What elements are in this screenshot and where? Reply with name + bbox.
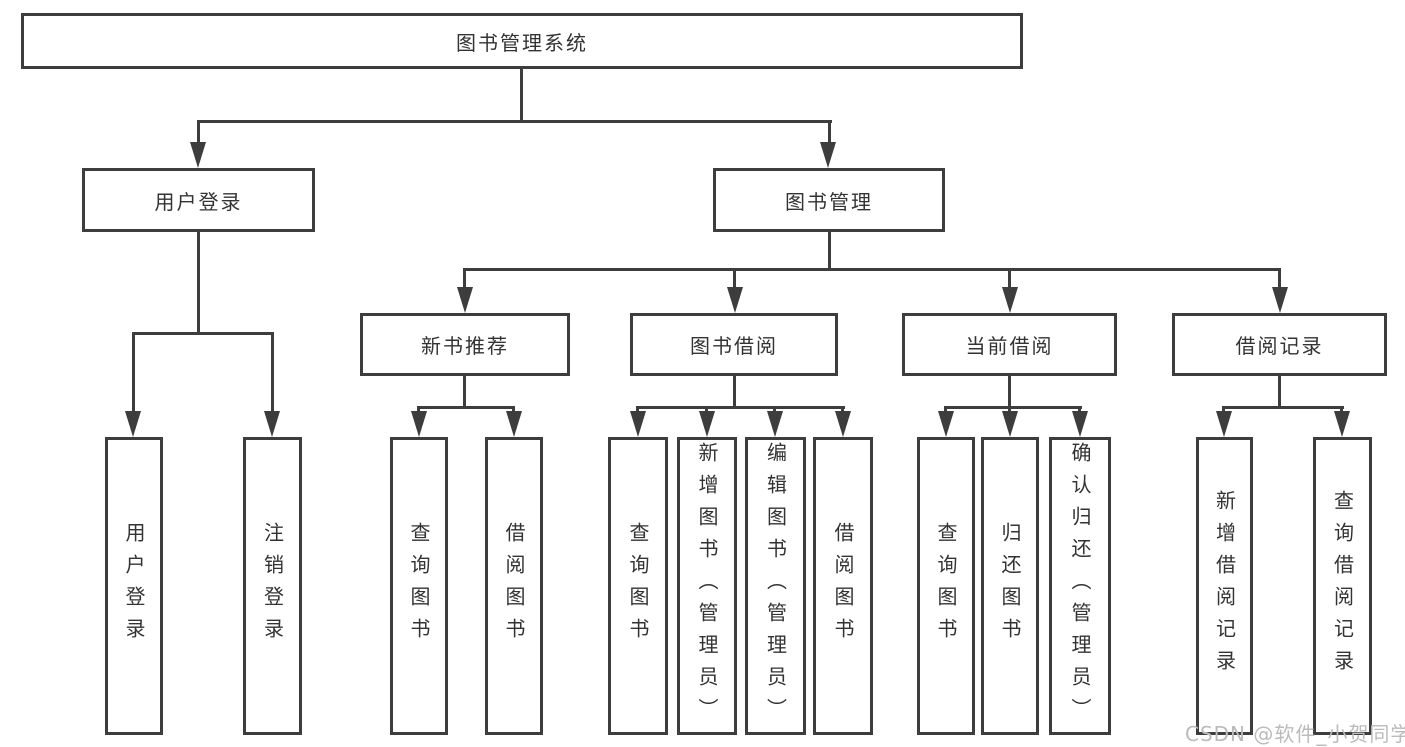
leaf-logout-label: 注销登录 [260, 522, 285, 650]
leaf-query-borrow-record: 查询借阅记录 [1313, 437, 1372, 735]
connector-line [463, 376, 466, 408]
connector-line [1222, 406, 1225, 415]
node-borrowing-records-label: 借阅记录 [1235, 334, 1324, 358]
leaf-query-books-current: 查询图书 [917, 437, 975, 735]
connector-line [636, 406, 845, 409]
node-book-management-label: 图书管理 [785, 189, 873, 214]
leaf-query-books-current-label: 查询图书 [934, 522, 958, 650]
leaf-return-books-label: 归还图书 [998, 522, 1022, 650]
node-root-label: 图书管理系统 [456, 30, 588, 55]
arrow-down-icon [820, 142, 836, 168]
connector-line [828, 232, 831, 270]
arrow-down-icon [1216, 411, 1232, 437]
node-new-book-recommend-label: 新书推荐 [421, 334, 509, 358]
leaf-return-books: 归还图书 [981, 437, 1039, 735]
leaf-logout: 注销登录 [243, 437, 302, 735]
node-current-borrowing-label: 当前借阅 [965, 334, 1054, 358]
arrow-down-icon [506, 411, 522, 437]
connector-line [733, 268, 736, 290]
connector-line [197, 120, 200, 146]
connector-line [773, 406, 776, 415]
connector-line [512, 406, 515, 415]
connector-line [733, 376, 736, 408]
leaf-borrow-books-recommend-label: 借阅图书 [502, 522, 526, 650]
leaf-query-books-recommend-label: 查询图书 [407, 522, 431, 650]
leaf-confirm-return-admin-label: 确认归还（管理员） [1068, 442, 1092, 730]
node-current-borrowing: 当前借阅 [902, 313, 1117, 376]
leaf-add-borrow-record: 新增借阅记录 [1196, 437, 1253, 735]
connector-line [636, 406, 639, 415]
connector-line [944, 406, 947, 415]
node-root: 图书管理系统 [21, 13, 1023, 69]
leaf-user-login-label: 用户登录 [122, 522, 146, 650]
arrow-down-icon [1072, 411, 1088, 437]
arrow-down-icon [190, 142, 206, 168]
arrow-down-icon [457, 287, 473, 313]
leaf-add-borrow-record-label: 新增借阅记录 [1212, 490, 1237, 682]
node-user-login-label: 用户登录 [154, 189, 243, 214]
connector-line [520, 69, 523, 121]
node-book-borrowing-label: 图书借阅 [690, 334, 778, 358]
leaf-borrow-books-borrowing: 借阅图书 [813, 437, 873, 735]
connector-line [271, 332, 274, 414]
connector-line [417, 406, 420, 415]
leaf-query-books-borrowing-label: 查询图书 [626, 522, 650, 650]
connector-line [1078, 406, 1081, 415]
leaf-confirm-return-admin: 确认归还（管理员） [1049, 437, 1111, 735]
connector-line [463, 268, 1281, 271]
leaf-query-books-borrowing: 查询图书 [608, 437, 668, 735]
connector-line [1340, 406, 1343, 415]
connector-line [828, 120, 831, 146]
arrow-down-icon [767, 411, 783, 437]
arrow-down-icon [1334, 411, 1350, 437]
connector-line [463, 268, 466, 290]
arrow-down-icon [125, 411, 141, 437]
connector-line [841, 406, 844, 415]
leaf-user-login: 用户登录 [105, 437, 163, 735]
leaf-query-borrow-record-label: 查询借阅记录 [1330, 490, 1355, 682]
connector-line [417, 406, 515, 409]
node-book-borrowing: 图书借阅 [630, 313, 838, 376]
leaf-query-books-recommend: 查询图书 [390, 437, 448, 735]
arrow-down-icon [1272, 287, 1288, 313]
node-borrowing-records: 借阅记录 [1172, 313, 1387, 376]
leaf-edit-books-admin-label: 编辑图书（管理员） [763, 442, 788, 730]
connector-line [1008, 268, 1011, 290]
leaf-add-books-admin: 新增图书（管理员） [677, 437, 737, 735]
node-new-book-recommend: 新书推荐 [360, 313, 570, 376]
node-book-management: 图书管理 [713, 168, 945, 232]
connector-line [197, 232, 200, 334]
arrow-down-icon [1002, 411, 1018, 437]
arrow-down-icon [411, 411, 427, 437]
connector-line [197, 120, 832, 123]
arrow-down-icon [699, 411, 715, 437]
leaf-borrow-books-recommend: 借阅图书 [485, 437, 543, 735]
arrow-down-icon [938, 411, 954, 437]
leaf-add-books-admin-label: 新增图书（管理员） [695, 442, 719, 730]
connector-line [944, 406, 1082, 409]
connector-line [1278, 268, 1281, 290]
arrow-down-icon [727, 287, 743, 313]
node-user-login: 用户登录 [82, 168, 315, 232]
connector-line [132, 332, 135, 414]
arrow-down-icon [1002, 287, 1018, 313]
arrow-down-icon [264, 411, 280, 437]
leaf-borrow-books-borrowing-label: 借阅图书 [831, 522, 855, 650]
connector-line [1278, 376, 1281, 408]
connector-line [705, 406, 708, 415]
connector-line [132, 332, 273, 335]
arrow-down-icon [835, 411, 851, 437]
leaf-edit-books-admin: 编辑图书（管理员） [745, 437, 806, 735]
watermark-text: CSDN @软件_小贺同学 [1185, 722, 1405, 746]
connector-line [1222, 406, 1344, 409]
arrow-down-icon [630, 411, 646, 437]
connector-line [1008, 376, 1011, 415]
